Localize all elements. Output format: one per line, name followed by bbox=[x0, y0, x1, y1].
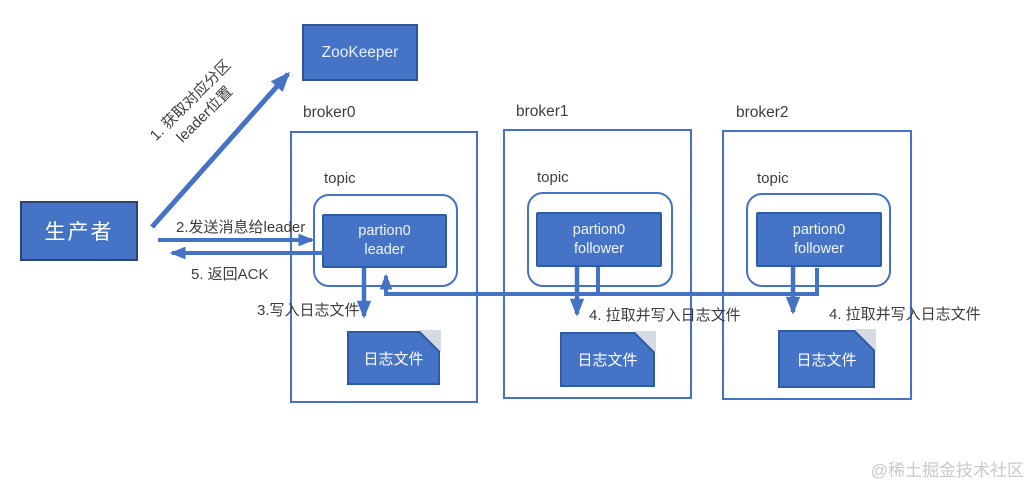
broker2-label: broker2 bbox=[736, 104, 789, 121]
broker0-label: broker0 bbox=[303, 104, 356, 121]
step3-write-log-label: 3.写入日志文件 bbox=[257, 302, 360, 319]
broker2-container bbox=[722, 130, 912, 400]
broker0-container bbox=[290, 131, 478, 403]
step2-send-message-label: 2.发送消息给leader bbox=[176, 219, 306, 236]
logfile-label: 日志文件 bbox=[363, 350, 424, 368]
logfile-shape: 日志文件 bbox=[347, 331, 440, 385]
partition-name: partion0 bbox=[792, 221, 846, 238]
broker1-logfile: 日志文件 bbox=[560, 331, 656, 387]
watermark: @稀土掘金技术社区 bbox=[870, 461, 1024, 480]
step4-broker1-pull-write-label: 4. 拉取并写入日志文件 bbox=[589, 307, 741, 324]
logfile-label: 日志文件 bbox=[577, 352, 638, 369]
logfile-shape: 日志文件 bbox=[778, 330, 875, 388]
broker1-container bbox=[503, 129, 692, 399]
step5-return-ack-label: 5. 返回ACK bbox=[191, 266, 269, 283]
partition-name: partion0 bbox=[358, 223, 411, 239]
step1-line1: 1. 获取对应分区 bbox=[146, 56, 235, 145]
broker1-label: broker1 bbox=[516, 103, 569, 120]
broker2-logfile: 日志文件 bbox=[778, 329, 876, 388]
broker0-topic-label: topic bbox=[324, 170, 356, 187]
step1-line2: leader位置 bbox=[173, 83, 237, 147]
step4-broker2-pull-write-label: 4. 拉取并写入日志文件 bbox=[829, 306, 981, 323]
producer-box: 生产者 bbox=[20, 201, 138, 261]
logfile-shape: 日志文件 bbox=[560, 332, 655, 387]
partition-role: follower bbox=[574, 240, 624, 257]
broker2-partition-follower-box: partion0 follower bbox=[756, 212, 882, 267]
broker1-topic-label: topic bbox=[537, 169, 569, 186]
broker2-topic-label: topic bbox=[757, 170, 789, 187]
broker1-partition-follower-box: partion0 follower bbox=[536, 212, 662, 267]
zookeeper-label: ZooKeeper bbox=[321, 43, 399, 61]
logfile-label: 日志文件 bbox=[796, 351, 857, 369]
broker0-logfile: 日志文件 bbox=[347, 330, 441, 385]
partition-role: leader bbox=[364, 242, 405, 258]
step1-get-partition-leader-label: 1. 获取对应分区 leader位置 bbox=[123, 33, 273, 183]
partition-role: follower bbox=[794, 240, 844, 257]
zookeeper-box: ZooKeeper bbox=[302, 24, 418, 81]
partition-name: partion0 bbox=[572, 221, 626, 238]
broker0-partition-leader-box: partion0 leader bbox=[322, 214, 447, 268]
producer-label: 生产者 bbox=[44, 221, 114, 244]
